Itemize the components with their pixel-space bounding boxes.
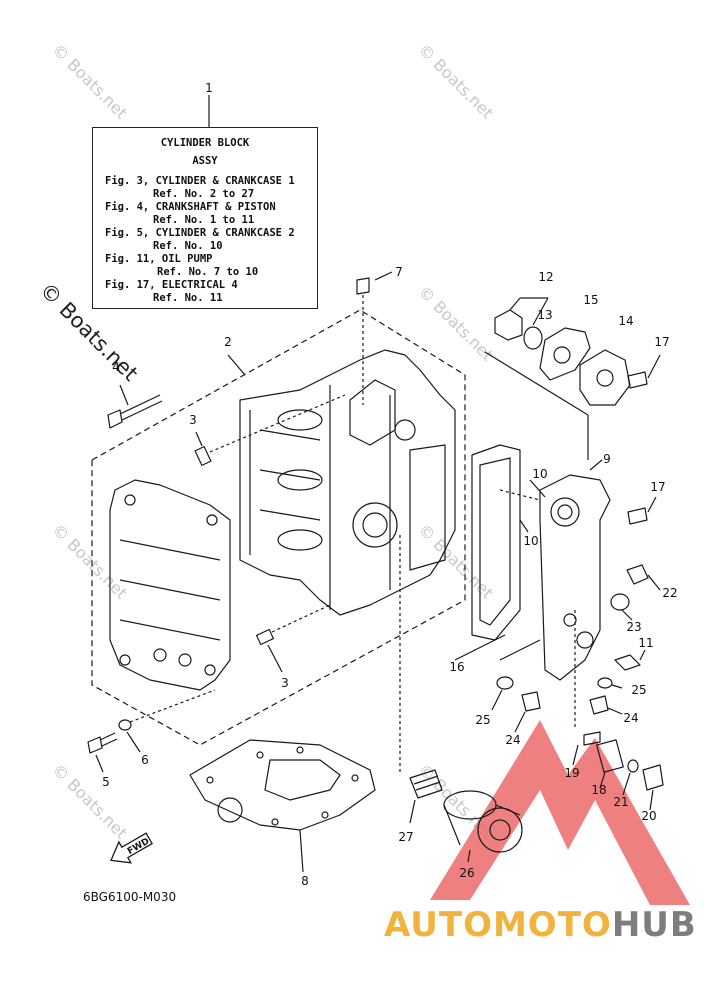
callout-20: 20: [641, 809, 657, 823]
brand-logo-mark: [430, 720, 690, 905]
callout-7: 7: [395, 265, 403, 279]
callout-25: 25: [631, 683, 647, 697]
reference-legend: CYLINDER BLOCK ASSY Fig. 3, CYLINDER & C…: [92, 127, 318, 309]
fwd-arrow-icon: FWD: [110, 832, 153, 864]
drawing-code: 6BG6100-M030: [83, 890, 177, 904]
callout-16: 16: [449, 660, 465, 674]
callout-8: 8: [301, 874, 309, 888]
legend-ref-fig4: Fig. 4, CRANKSHAFT & PISTON: [105, 201, 276, 213]
callout-13: 13: [537, 308, 553, 322]
legend-ref-fig3: Fig. 3, CYLINDER & CRANKCASE 1: [105, 175, 295, 187]
callout-10: 10: [532, 467, 548, 481]
callout-27: 27: [398, 830, 414, 844]
callout-21: 21: [613, 795, 629, 809]
callout-3b: 3: [281, 676, 289, 690]
legend-ref-fig11: Fig. 11, OIL PUMP: [105, 253, 213, 265]
callout-24b: 24: [505, 733, 521, 747]
brand-wordmark: AUTOMOTOHUB: [384, 905, 697, 945]
legend-ref-fig5-range: Ref. No. 10: [153, 240, 223, 252]
callout-6: 6: [141, 753, 149, 767]
legend-subtitle: ASSY: [192, 155, 218, 167]
legend-ref-fig5: Fig. 5, CYLINDER & CRANKCASE 2: [105, 227, 295, 239]
callout-23: 23: [626, 620, 642, 634]
callout-11: 11: [638, 636, 654, 650]
callout-14: 14: [618, 314, 634, 328]
callout-2: 2: [224, 335, 232, 349]
callout-5: 5: [102, 775, 110, 789]
callout-10b: 10: [523, 534, 539, 548]
callout-15: 15: [583, 293, 599, 307]
callout-19: 19: [564, 766, 580, 780]
callout-1: 1: [205, 81, 213, 95]
callout-9: 9: [603, 452, 611, 466]
brand-part2: HUB: [611, 905, 697, 945]
callout-25b: 25: [475, 713, 491, 727]
legend-title: CYLINDER BLOCK: [160, 137, 250, 149]
legend-ref-fig17: Fig. 17, ELECTRICAL 4: [105, 279, 238, 291]
callout-24: 24: [623, 711, 639, 725]
callout-12: 12: [538, 270, 554, 284]
callout-4: 4: [112, 360, 120, 374]
callout-17: 17: [654, 335, 670, 349]
legend-ref-fig17-range: Ref. No. 11: [153, 292, 223, 304]
callout-22: 22: [662, 586, 678, 600]
callout-17b: 17: [650, 480, 666, 494]
callout-18: 18: [591, 783, 607, 797]
brand-part1: AUTOMOTO: [384, 905, 612, 945]
legend-ref-fig11-range: Ref. No. 7 to 10: [157, 266, 259, 278]
legend-ref-fig3-range: Ref. No. 2 to 27: [153, 188, 255, 200]
callout-3: 3: [189, 413, 197, 427]
legend-ref-fig4-range: Ref. No. 1 to 11: [153, 214, 255, 226]
callout-26: 26: [459, 866, 475, 880]
